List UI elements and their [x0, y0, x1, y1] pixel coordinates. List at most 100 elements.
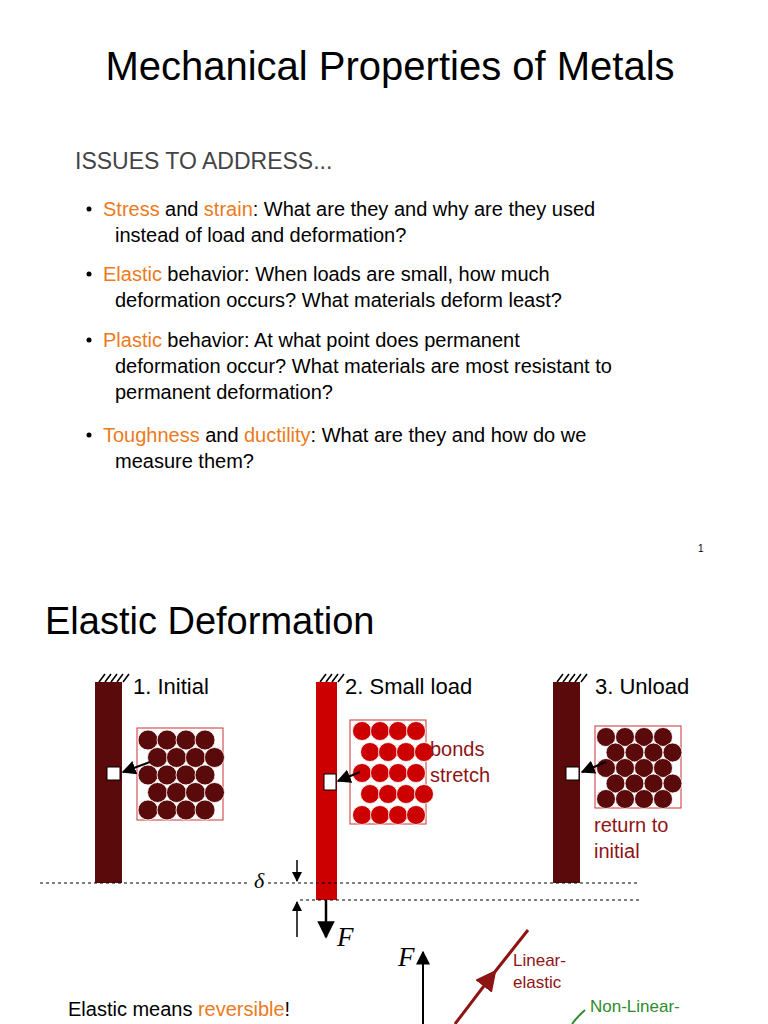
- page-number: 1: [698, 542, 718, 555]
- nonlinear-curve: [572, 1010, 585, 1024]
- hatch-group: [99, 674, 129, 682]
- bar-initial: [95, 682, 122, 883]
- atom: [415, 785, 434, 804]
- atom: [407, 722, 426, 741]
- label-text: ductility: [244, 424, 311, 446]
- atom: [635, 790, 654, 809]
- delta-arrow: [296, 860, 298, 881]
- atom: [389, 764, 408, 783]
- label-text: Linear-elastic: [513, 951, 566, 992]
- stage-label: 3. Unload: [595, 673, 745, 702]
- label-text: F: [398, 942, 415, 972]
- atom-box: [137, 728, 223, 820]
- hatch-stroke: [575, 674, 581, 682]
- element-square: [324, 774, 336, 790]
- slide-title: Mechanical Properties of Metals: [70, 40, 710, 92]
- label-text: reversible: [198, 998, 285, 1020]
- atom: [361, 743, 380, 762]
- stage-label: 2. Small load: [345, 673, 535, 702]
- hatch-stroke: [117, 674, 123, 682]
- bullet-text: Plasticbehavior: At what point does perm…: [103, 327, 620, 405]
- atom: [389, 806, 408, 825]
- hatch-stroke: [569, 674, 575, 682]
- atom: [148, 783, 168, 803]
- slide-title: Elastic Deformation: [45, 597, 545, 646]
- atom: [138, 730, 158, 750]
- label-text: Elastic Deformation: [45, 600, 374, 642]
- element-square: [566, 767, 579, 780]
- label-text: strain: [204, 198, 253, 220]
- atom: [138, 765, 158, 785]
- atom: [371, 764, 390, 783]
- atom: [176, 800, 196, 820]
- annotation: bonds stretch: [430, 736, 512, 788]
- curve-label: Non-Linear-: [590, 996, 720, 1018]
- reference-line: [40, 883, 640, 884]
- atom: [138, 800, 158, 820]
- label-text: behavior: At what point does permanent d…: [115, 329, 612, 403]
- bar-loaded: [316, 682, 337, 900]
- hatch-stroke: [332, 674, 338, 682]
- curve-label: Linear-elastic: [513, 950, 593, 994]
- atom: [654, 790, 673, 809]
- atom-box: [595, 726, 681, 808]
- atom: [379, 785, 398, 804]
- label-text: 3. Unload: [595, 674, 689, 699]
- atom: [379, 743, 398, 762]
- atom: [176, 730, 196, 750]
- atom: [353, 722, 372, 741]
- force-axis: [422, 952, 424, 1024]
- annotation: return to initial: [594, 812, 689, 864]
- label-text: F: [337, 922, 354, 952]
- force-symbol: F: [337, 920, 367, 955]
- stage-label: 1. Initial: [133, 673, 293, 702]
- pointer-arrow: [123, 762, 150, 772]
- hatch-group: [557, 674, 587, 682]
- atom: [389, 722, 408, 741]
- label-text: 1. Initial: [133, 674, 209, 699]
- delta-arrow: [296, 902, 298, 937]
- label-text: Elastic means: [68, 998, 193, 1020]
- hatch-stroke: [111, 674, 117, 682]
- hatch-stroke: [99, 674, 105, 682]
- hatch-stroke: [326, 674, 332, 682]
- atom: [148, 748, 168, 768]
- atom: [176, 765, 196, 785]
- bullet-text: Elasticbehavior: When loads are small, h…: [103, 261, 660, 313]
- hatch-stroke: [105, 674, 111, 682]
- force-arrow: [325, 900, 328, 937]
- label-text: Elastic: [103, 263, 162, 285]
- atom: [157, 765, 177, 785]
- label-text: ISSUES TO ADDRESS...: [75, 148, 332, 174]
- hatch-stroke: [123, 674, 129, 682]
- note: Elastic meansreversible!: [68, 996, 388, 1022]
- hatch-stroke: [557, 674, 563, 682]
- reference-line: [300, 900, 640, 901]
- element-square: [107, 767, 120, 780]
- label-text: Non-Linear-: [590, 997, 680, 1016]
- label-text: 2. Small load: [345, 674, 472, 699]
- pointer-arrow: [582, 762, 606, 772]
- atom: [397, 785, 416, 804]
- title-text: Mechanical Properties of Metals: [105, 44, 674, 88]
- deformation-symbol: δ: [250, 869, 268, 893]
- atom: [157, 730, 177, 750]
- label-text: Toughness: [103, 424, 200, 446]
- bullet-dots: [87, 207, 92, 438]
- section-heading: ISSUES TO ADDRESS...: [75, 147, 475, 177]
- label-text: !: [285, 998, 291, 1020]
- hatch-stroke: [563, 674, 569, 682]
- label-text: behavior: When loads are small, how much…: [115, 263, 562, 311]
- label-text: and: [205, 424, 238, 446]
- atom-grid: [138, 722, 682, 825]
- bar-unloaded: [553, 682, 580, 883]
- atom: [361, 785, 380, 804]
- atom: [371, 806, 390, 825]
- atom: [205, 748, 225, 768]
- atom: [616, 790, 635, 809]
- hatch-stroke: [320, 674, 326, 682]
- label-text: Plastic: [103, 329, 162, 351]
- atom: [371, 722, 390, 741]
- label-text: Stress: [103, 198, 160, 220]
- atom: [195, 730, 215, 750]
